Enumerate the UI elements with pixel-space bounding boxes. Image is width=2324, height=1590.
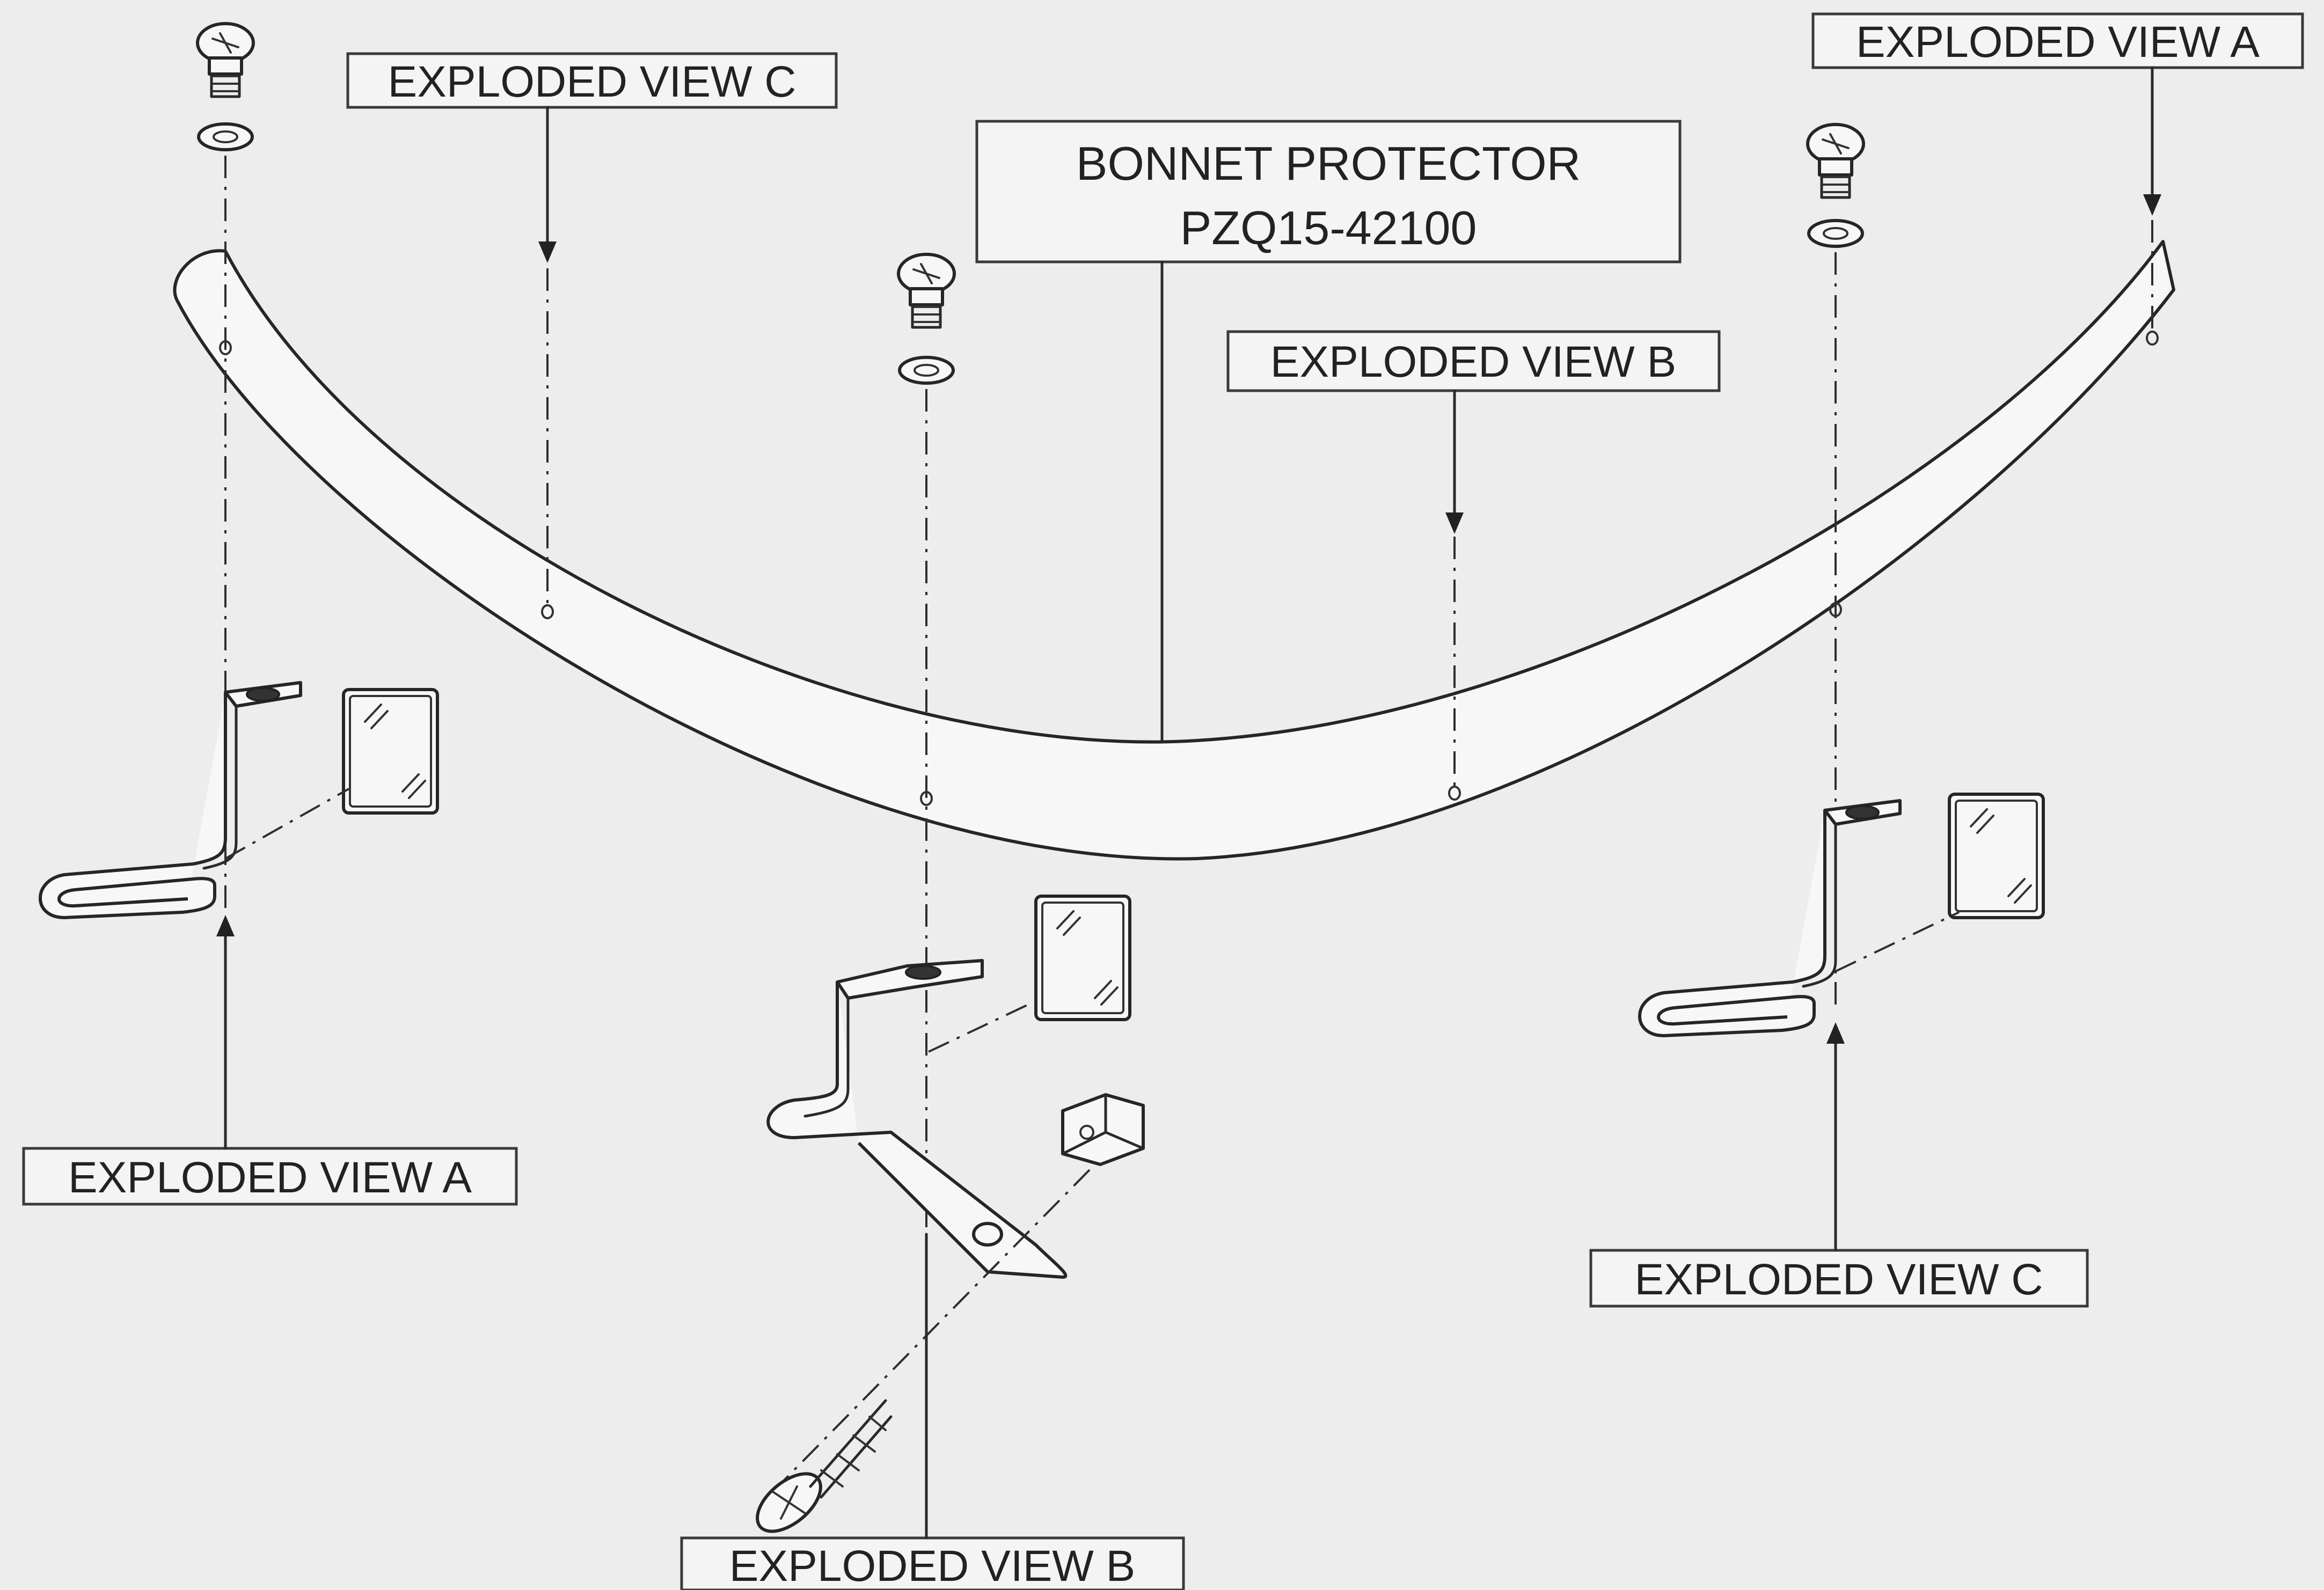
title-box: BONNET PROTECTOR PZQ15-42100: [975, 120, 1682, 263]
label-exploded-view-a-bottom: EXPLODED VIEW A: [22, 1147, 518, 1206]
svg-text:EXPLODED VIEW C: EXPLODED VIEW C: [388, 57, 796, 106]
shield-hole: [1448, 786, 1461, 801]
label-exploded-view-a-top: EXPLODED VIEW A: [1811, 12, 2304, 69]
shield-hole: [2146, 331, 2159, 346]
arrow-down-icon: [538, 241, 557, 263]
screw-icon: [198, 24, 253, 97]
label-exploded-view-b-bottom: EXPLODED VIEW B: [680, 1536, 1185, 1590]
washer-icon: [1809, 221, 1862, 246]
label-exploded-view-b-mid: EXPLODED VIEW B: [1226, 330, 1721, 392]
pad-alignment-line: [225, 788, 349, 860]
clip-nut-icon: [1061, 1093, 1145, 1166]
arrow-up-icon: [1826, 1022, 1845, 1044]
bonnet-protector-shield: [173, 240, 2175, 861]
washer-icon: [199, 124, 252, 150]
pad-alignment-line: [928, 1002, 1031, 1053]
svg-text:EXPLODED VIEW B: EXPLODED VIEW B: [1270, 338, 1676, 386]
title-line-1: BONNET PROTECTOR: [1076, 137, 1581, 190]
arrow-down-icon: [2143, 194, 2161, 216]
washer-icon: [900, 357, 953, 383]
screw-icon: [1808, 124, 1863, 197]
bracket-icon: [40, 683, 301, 918]
screw-icon: [898, 254, 954, 327]
self-tapping-screw-icon: [756, 1399, 893, 1533]
pad-alignment-line: [1835, 911, 1960, 972]
label-exploded-view-c-top: EXPLODED VIEW C: [346, 52, 838, 109]
adhesive-pad-icon: [1949, 794, 2043, 918]
bracket-icon: [766, 959, 1068, 1279]
adhesive-pad-icon: [344, 690, 437, 813]
svg-text:EXPLODED VIEW B: EXPLODED VIEW B: [729, 1542, 1135, 1590]
svg-text:EXPLODED VIEW C: EXPLODED VIEW C: [1635, 1255, 2043, 1304]
svg-text:EXPLODED VIEW A: EXPLODED VIEW A: [68, 1153, 472, 1202]
svg-text:EXPLODED VIEW A: EXPLODED VIEW A: [1856, 18, 2260, 67]
title-line-2: PZQ15-42100: [1180, 201, 1477, 254]
arrow-down-icon: [1445, 512, 1464, 534]
shield-hole: [541, 604, 554, 619]
label-exploded-view-c-bottom: EXPLODED VIEW C: [1589, 1249, 2089, 1308]
bracket-icon: [1640, 801, 1900, 1036]
arrow-up-icon: [216, 915, 235, 936]
adhesive-pad-icon: [1036, 896, 1130, 1020]
